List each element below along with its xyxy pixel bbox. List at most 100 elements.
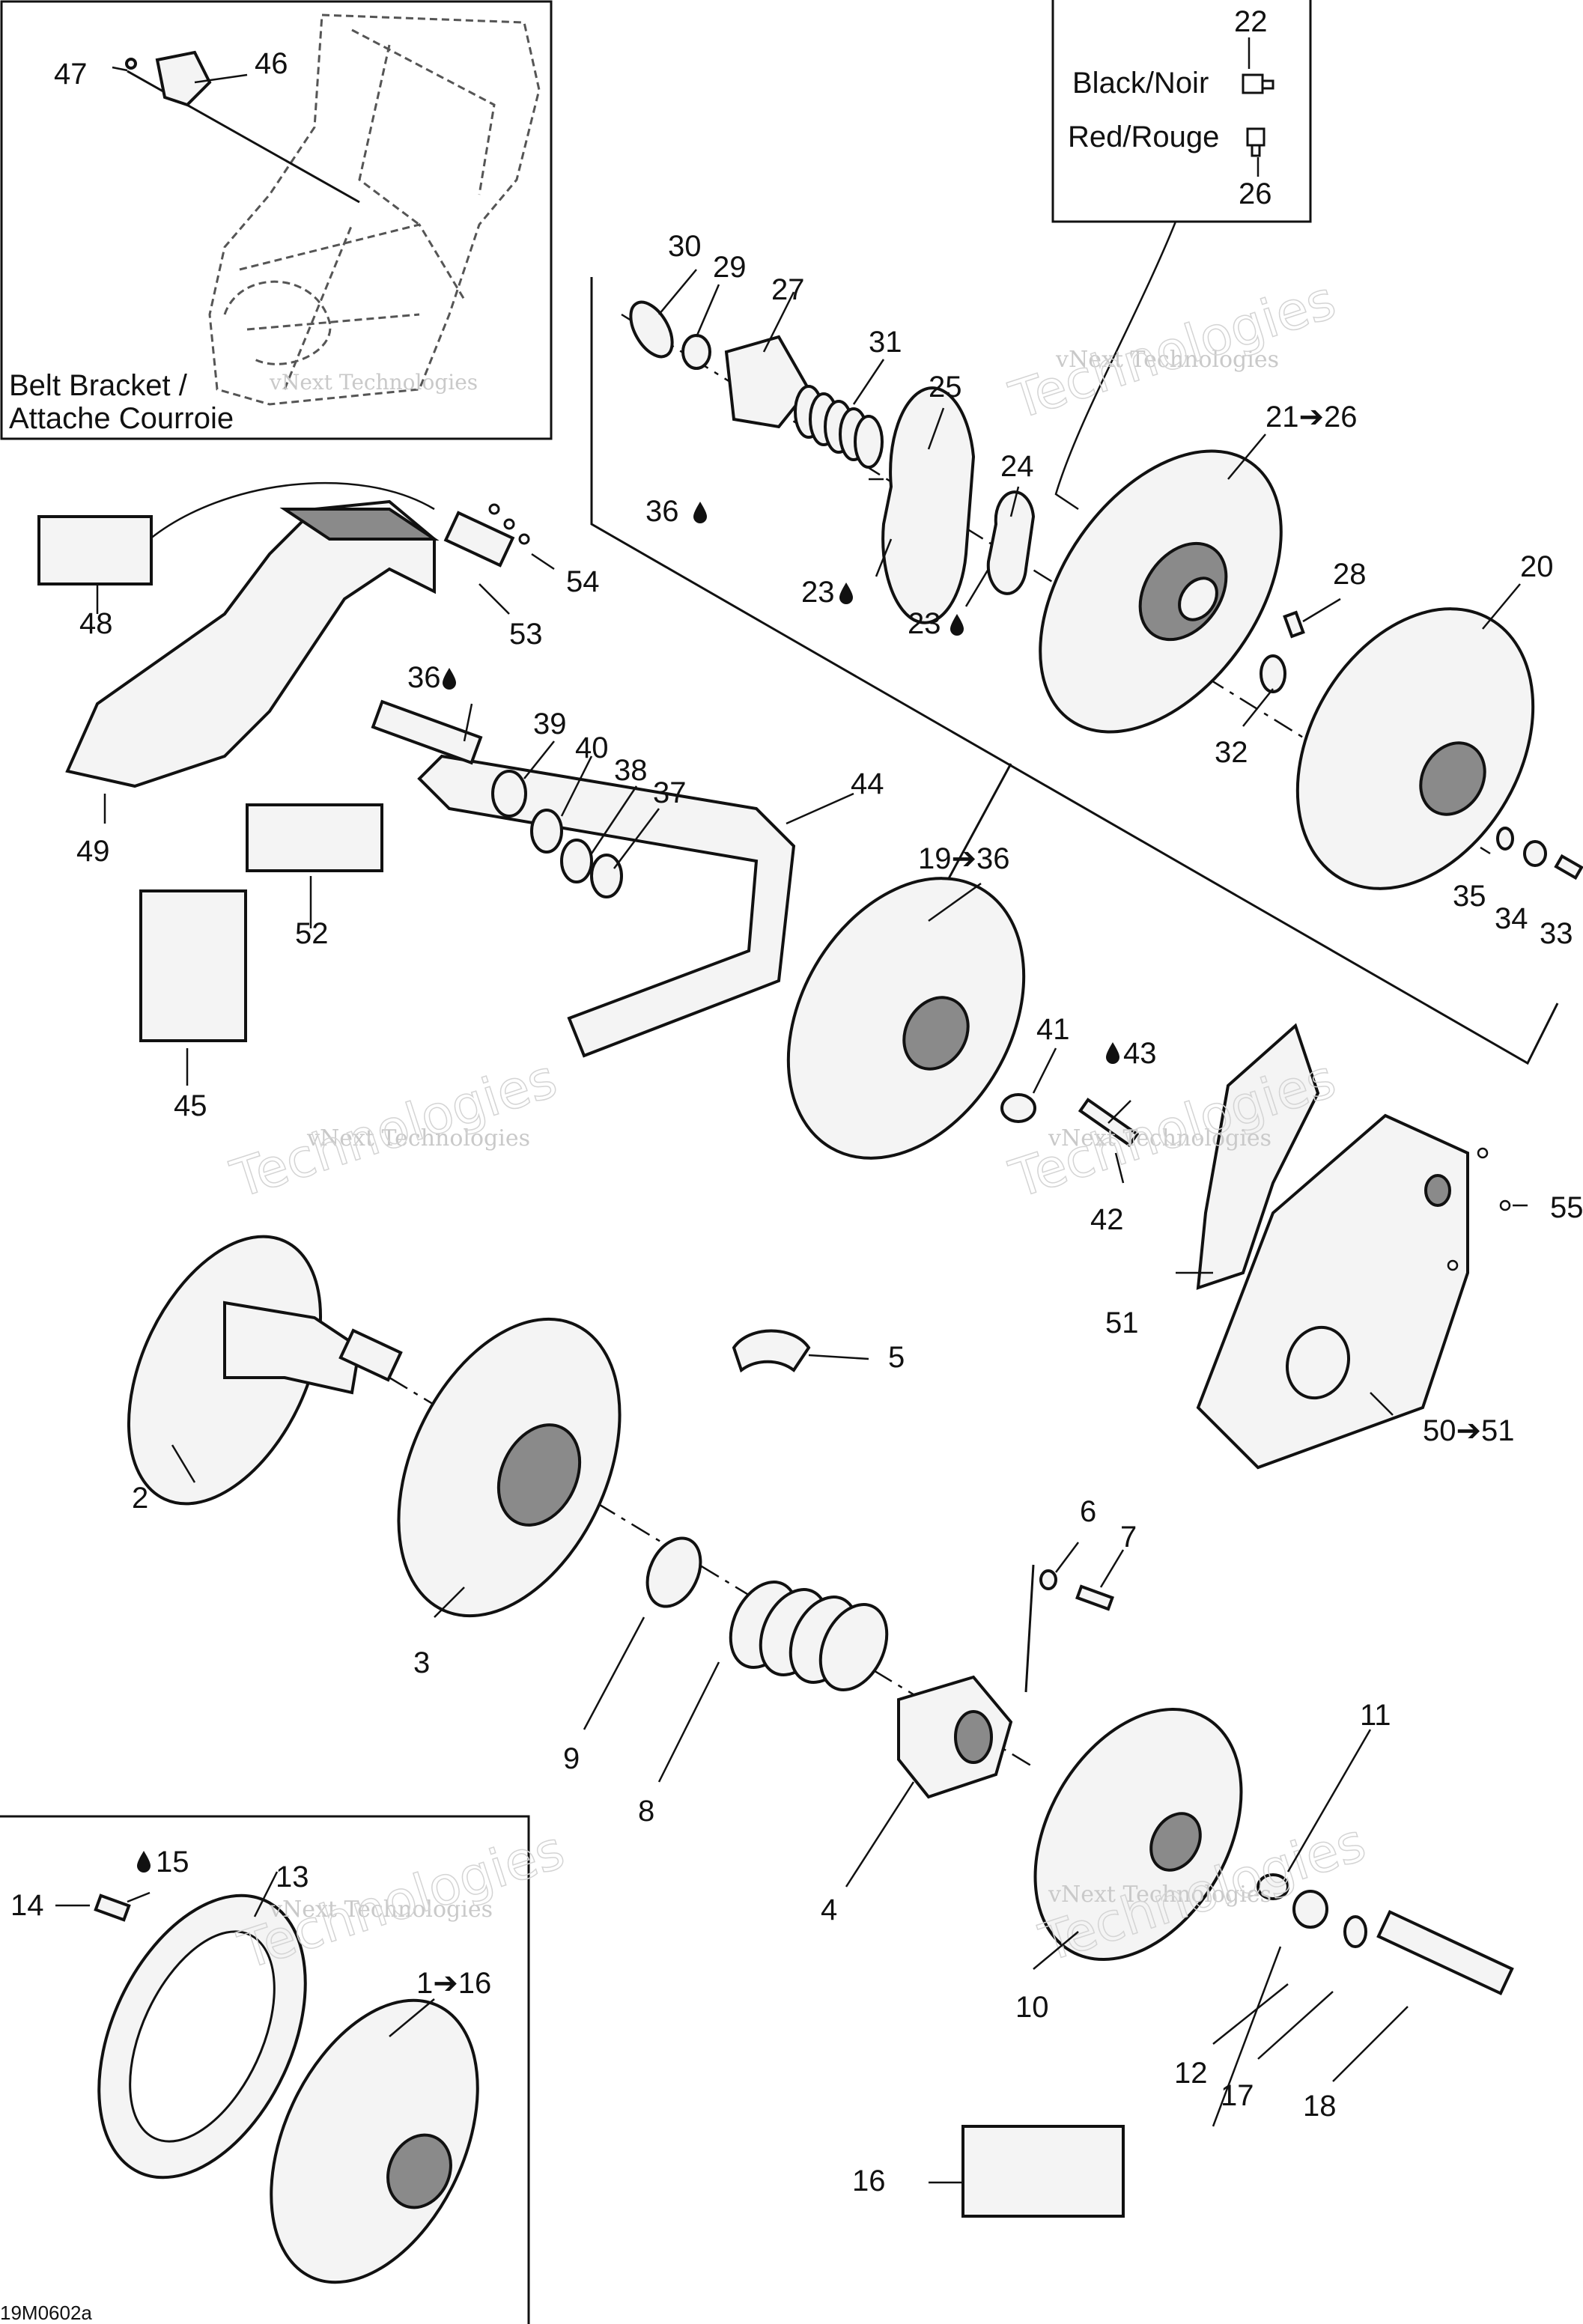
callout-27: 27 [771,273,805,306]
bushing-24 [986,490,1036,595]
belt-guard-49 [65,499,436,788]
legend-black-label: Black/Noir [1072,67,1209,100]
red-wire-connector-icon [1246,127,1266,157]
legend-red-label: Red/Rouge [1068,121,1219,153]
watermark-text: vNext Technologies [269,1896,493,1923]
callout-46: 46 [255,47,288,80]
washer-9 [645,1536,702,1608]
belt-bracket-label-line1: Belt Bracket / [9,369,188,402]
driven-pulley-19 [786,877,1026,1160]
callout-23-a: 23 [801,576,835,609]
callout-41: 41 [1036,1013,1070,1046]
drive-belt-44 [417,754,796,1058]
washer-39 [491,770,527,818]
callout-50-51: 50➔51 [1423,1414,1515,1447]
washer-32 [1260,654,1286,693]
callout-30: 30 [668,230,702,263]
callout-7: 7 [1120,1521,1137,1554]
callout-33: 33 [1540,917,1573,950]
callout-43: 43 [1123,1037,1157,1070]
callout-38: 38 [614,754,648,787]
callout-11: 11 [1360,1699,1391,1732]
belt-bracket-label-line2: Attache Courroie [9,402,234,435]
black-wire-connector-icon [1242,73,1274,94]
decal-45 [139,889,247,1042]
screw-33 [1554,854,1583,880]
callout-24: 24 [1000,450,1034,483]
wire-legend-box: 22 Black/Noir Red/Rouge 26 [1051,0,1312,511]
washer-17 [1343,1915,1367,1948]
callout-3: 3 [413,1646,430,1679]
callout-54: 54 [566,565,600,598]
callout-39: 39 [533,708,567,740]
callout-40: 40 [575,731,609,764]
bolt-18 [1376,1909,1514,1996]
callout-34: 34 [1495,902,1528,935]
callout-37: 37 [653,776,687,809]
callout-35: 35 [1453,880,1486,913]
grease-drop-icon [839,582,853,604]
nut-12 [1292,1890,1328,1929]
pulley-cover-group [1196,1023,1511,1470]
cover-50 [1196,1113,1469,1470]
callout-28: 28 [1333,558,1367,591]
governor-cup-10 [1033,1707,1243,1962]
cover-seal-51 [1196,1023,1320,1290]
washer-37 [590,854,623,898]
callout-8: 8 [638,1795,654,1828]
washer-6 [1039,1569,1057,1590]
screw-55 [1499,1199,1511,1211]
callout-2: 2 [132,1482,148,1515]
callout-55: 55 [1550,1191,1583,1224]
watermark-text: vNext Technologies [306,1125,530,1152]
sleeve-25 [881,386,976,624]
callout-10: 10 [1015,1991,1049,2024]
callout-12: 12 [1174,2057,1208,2090]
callout-13: 13 [276,1861,309,1893]
retaining-ring-30 [629,300,674,359]
screw-14 [94,1893,131,1922]
washer-29 [681,334,711,370]
belt-guard-group [37,481,530,1042]
callout-4: 4 [821,1893,837,1926]
callout-25: 25 [929,371,962,404]
callout-42: 42 [1090,1203,1124,1236]
callout-29: 29 [713,251,747,284]
callout-36-a: 36 [645,495,679,528]
callout-31: 31 [869,326,902,359]
key-28 [1283,610,1305,639]
callout-16: 16 [852,2165,886,2197]
watermark-text: vNext Technologies [1048,1882,1271,1908]
screw-54 [518,533,530,545]
callout-36-b: 36 [407,661,441,694]
washer-35 [1496,827,1514,851]
grease-drop-icon [1106,1042,1119,1064]
callout-9: 9 [563,1742,580,1775]
nut-34 [1523,840,1547,867]
ring-gear-inset [0,1815,530,2324]
callout-47: 47 [54,58,88,91]
callout-48: 48 [79,607,113,640]
callout-15: 15 [156,1846,189,1879]
callout-23-b: 23 [908,607,941,640]
warning-decal-16 [961,2125,1125,2218]
screw-7 [1075,1584,1114,1611]
belt-bracket-part-46 [155,50,212,107]
callout-14: 14 [10,1889,44,1922]
washer-38 [560,839,593,883]
bolt-part-47 [125,58,137,70]
leader-lines [55,66,1528,2184]
callout-20: 20 [1520,550,1554,583]
callout-51: 51 [1105,1307,1139,1339]
legend-number-bottom: 26 [1239,177,1272,210]
slider-shoe-5 [732,1329,811,1373]
legend-number-top: 22 [1234,5,1268,38]
callout-49: 49 [76,835,110,868]
watermark-text: vNext Technologies [1048,1125,1271,1152]
grease-drop-icon [443,668,456,690]
figure-code: 19M0602a [0,2302,92,2324]
callout-45: 45 [174,1089,207,1122]
watermark-text: vNext Technologies [269,370,478,395]
grease-drop-icon [137,1851,151,1873]
